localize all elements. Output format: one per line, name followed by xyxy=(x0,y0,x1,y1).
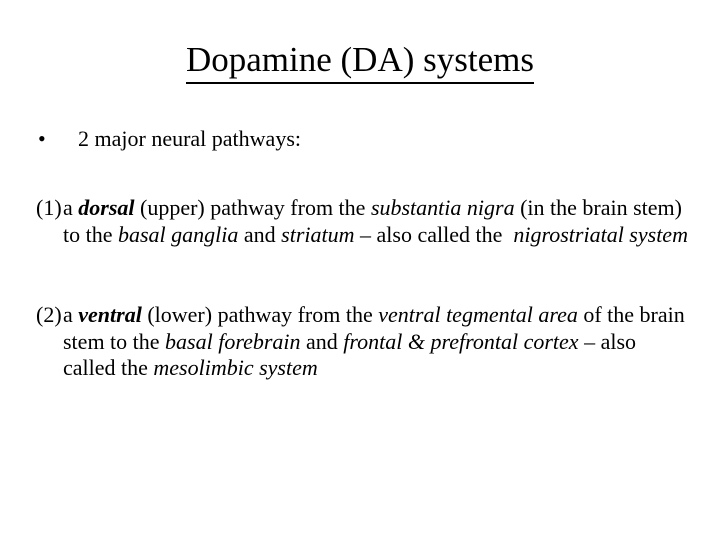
text-run: – also called the xyxy=(354,221,514,247)
text-run-term-ventral-tegmental-area: ventral tegmental area xyxy=(378,302,578,327)
text-run-term-frontal-prefrontal-cortex: frontal & prefrontal cortex xyxy=(343,328,579,354)
text-run-term-mesolimbic-system: mesolimbic system xyxy=(153,355,318,380)
slide-body: •2 major neural pathways: (1)a dorsal (u… xyxy=(36,126,691,382)
paragraph-spacer xyxy=(36,152,691,195)
text-run-term-striatum: striatum xyxy=(281,221,355,247)
list-number-1: (1) xyxy=(36,195,62,220)
page-title: Dopamine (DA) systems xyxy=(185,39,534,85)
text-run: (lower) pathway from the xyxy=(141,302,379,327)
text-run-term-basal-ganglia: basal ganglia xyxy=(118,221,239,247)
text-run-term-substantia-nigra: substantia nigra xyxy=(370,195,515,220)
text-run-emphasis-dorsal: dorsal xyxy=(78,195,135,220)
text-run: a xyxy=(63,195,79,220)
text-run-term-nigrostriatal-system: nigrostriatal system xyxy=(513,221,688,247)
numbered-item-1: (1)a dorsal (upper) pathway from the sub… xyxy=(36,195,691,248)
slide-title-container: Dopamine (DA) systems xyxy=(0,16,720,108)
text-run: a xyxy=(63,302,79,327)
paragraph-spacer xyxy=(36,248,691,302)
text-run: and xyxy=(238,221,282,247)
numbered-item-2: (2)a ventral (lower) pathway from the ve… xyxy=(36,302,691,382)
text-run: (in the brain stem) to the xyxy=(63,195,682,247)
bullet-item-label: 2 major neural pathways: xyxy=(78,126,301,151)
bullet-item-pathways: • 2 major neural pathways: xyxy=(36,126,691,152)
text-run-emphasis-ventral: ventral xyxy=(78,302,142,327)
text-run: – also called the xyxy=(63,328,637,381)
text-run: and xyxy=(300,328,344,354)
bullet-marker-icon: • xyxy=(38,126,46,151)
text-run: of the brain stem to the xyxy=(63,302,685,354)
text-run-term-basal-forebrain: basal forebrain xyxy=(165,328,301,354)
text-run: (upper) pathway from the xyxy=(134,195,371,220)
list-number-2: (2) xyxy=(36,302,62,327)
